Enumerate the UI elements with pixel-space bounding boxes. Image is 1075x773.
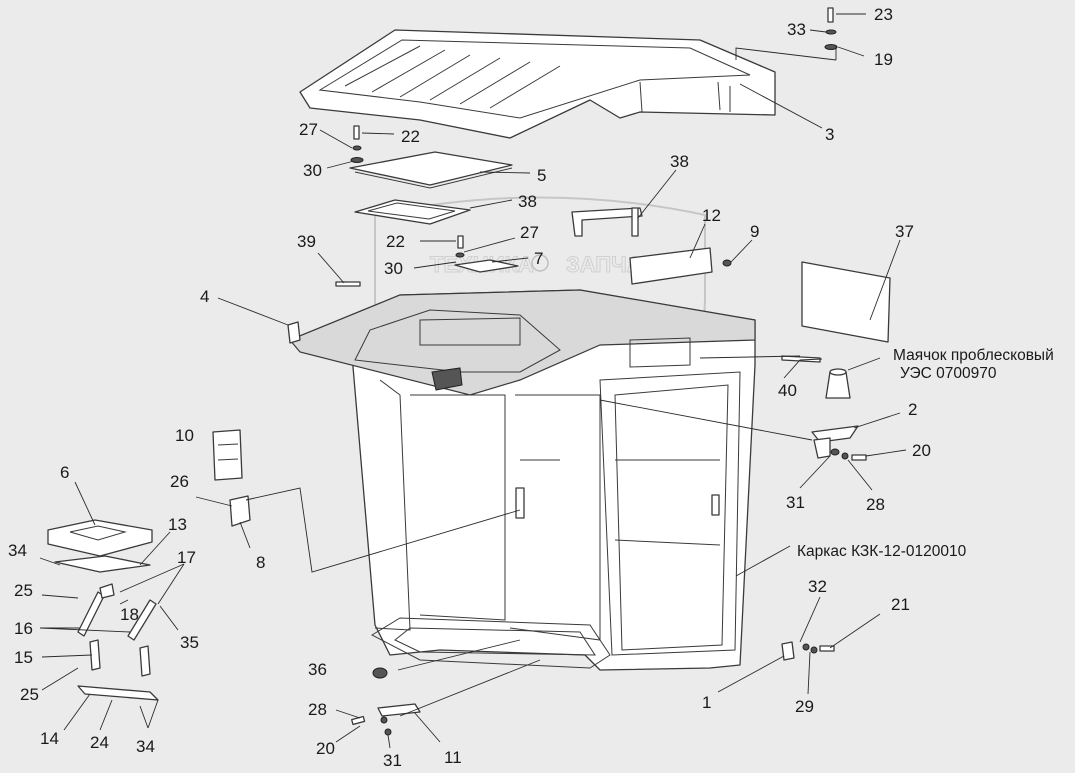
callout-31: 31 <box>383 751 402 770</box>
callout-30: 30 <box>303 161 322 180</box>
part-handles <box>77 583 159 701</box>
callout-32: 32 <box>808 577 827 596</box>
callout-16: 16 <box>14 619 33 638</box>
callout-25: 25 <box>14 581 33 600</box>
callout-27: 27 <box>299 120 318 139</box>
callout-2: 2 <box>908 400 917 419</box>
callout-35: 35 <box>180 633 199 652</box>
callout-39: 39 <box>297 232 316 251</box>
callout-20: 20 <box>316 739 335 758</box>
frame-note: Каркас КЗК-12-0120010 <box>797 543 967 560</box>
part-panel-37 <box>801 261 891 343</box>
beacon-note-line-1: Маячок проблесковый <box>893 347 1054 364</box>
callout-10: 10 <box>175 426 194 445</box>
callout-9: 9 <box>750 222 759 241</box>
callout-3: 3 <box>825 125 834 144</box>
callout-34: 34 <box>8 541 27 560</box>
callout-4: 4 <box>200 287 209 306</box>
part-bracket-38 <box>571 207 643 237</box>
part-rod-40 <box>781 355 821 363</box>
part-hatch-cover <box>349 151 513 189</box>
part-rod-39 <box>335 281 361 287</box>
callout-29: 29 <box>795 697 814 716</box>
callout-33: 33 <box>787 20 806 39</box>
part-lamp-10 <box>212 429 243 481</box>
callout-7: 7 <box>534 249 543 268</box>
callout-labels: 23 33 19 3 27 22 30 5 38 38 12 9 37 39 2… <box>8 5 931 770</box>
callout-36: 36 <box>308 660 327 679</box>
callout-31: 31 <box>786 493 805 512</box>
callout-6: 6 <box>60 463 69 482</box>
part-plate-13 <box>54 555 151 573</box>
callout-13: 13 <box>168 515 187 534</box>
leader-lines <box>39 13 907 749</box>
part-bottom-fittings <box>351 641 835 736</box>
callout-30: 30 <box>384 259 403 278</box>
gear-icon <box>531 254 549 272</box>
part-beacon <box>811 368 867 461</box>
callout-14: 14 <box>40 729 59 748</box>
callout-22: 22 <box>386 232 405 251</box>
part-clamp-4 <box>287 321 301 344</box>
callout-28: 28 <box>866 495 885 514</box>
annotation-notes: Маячок проблесковый УЭС 0700970 Каркас К… <box>797 347 1054 560</box>
callout-26: 26 <box>170 472 189 491</box>
callout-28: 28 <box>308 700 327 719</box>
callout-12: 12 <box>702 206 721 225</box>
callout-21: 21 <box>891 595 910 614</box>
callout-20: 20 <box>912 441 931 460</box>
callout-34: 34 <box>136 737 155 756</box>
part-hatch-seal <box>354 199 471 225</box>
part-cab-frame <box>289 289 756 671</box>
part-roof <box>299 29 776 139</box>
callout-23: 23 <box>874 5 893 24</box>
callout-22: 22 <box>401 127 420 146</box>
callout-25: 25 <box>20 685 39 704</box>
callout-5: 5 <box>537 166 546 185</box>
callout-19: 19 <box>874 50 893 69</box>
part-mirror-bracket-8 <box>229 495 251 527</box>
beacon-note-line-2: УЭС 0700970 <box>900 365 997 382</box>
callout-1: 1 <box>702 693 711 712</box>
callout-8: 8 <box>256 553 265 572</box>
callout-38: 38 <box>670 152 689 171</box>
callout-11: 11 <box>444 748 462 767</box>
callout-18: 18 <box>120 605 139 624</box>
part-tray-6 <box>47 519 153 557</box>
callout-37: 37 <box>895 222 914 241</box>
callout-38: 38 <box>518 192 537 211</box>
callout-17: 17 <box>177 548 196 567</box>
part-plate-12 <box>629 247 732 285</box>
callout-24: 24 <box>90 733 109 752</box>
callout-15: 15 <box>14 648 33 667</box>
callout-27: 27 <box>520 223 539 242</box>
callout-40: 40 <box>778 381 797 400</box>
